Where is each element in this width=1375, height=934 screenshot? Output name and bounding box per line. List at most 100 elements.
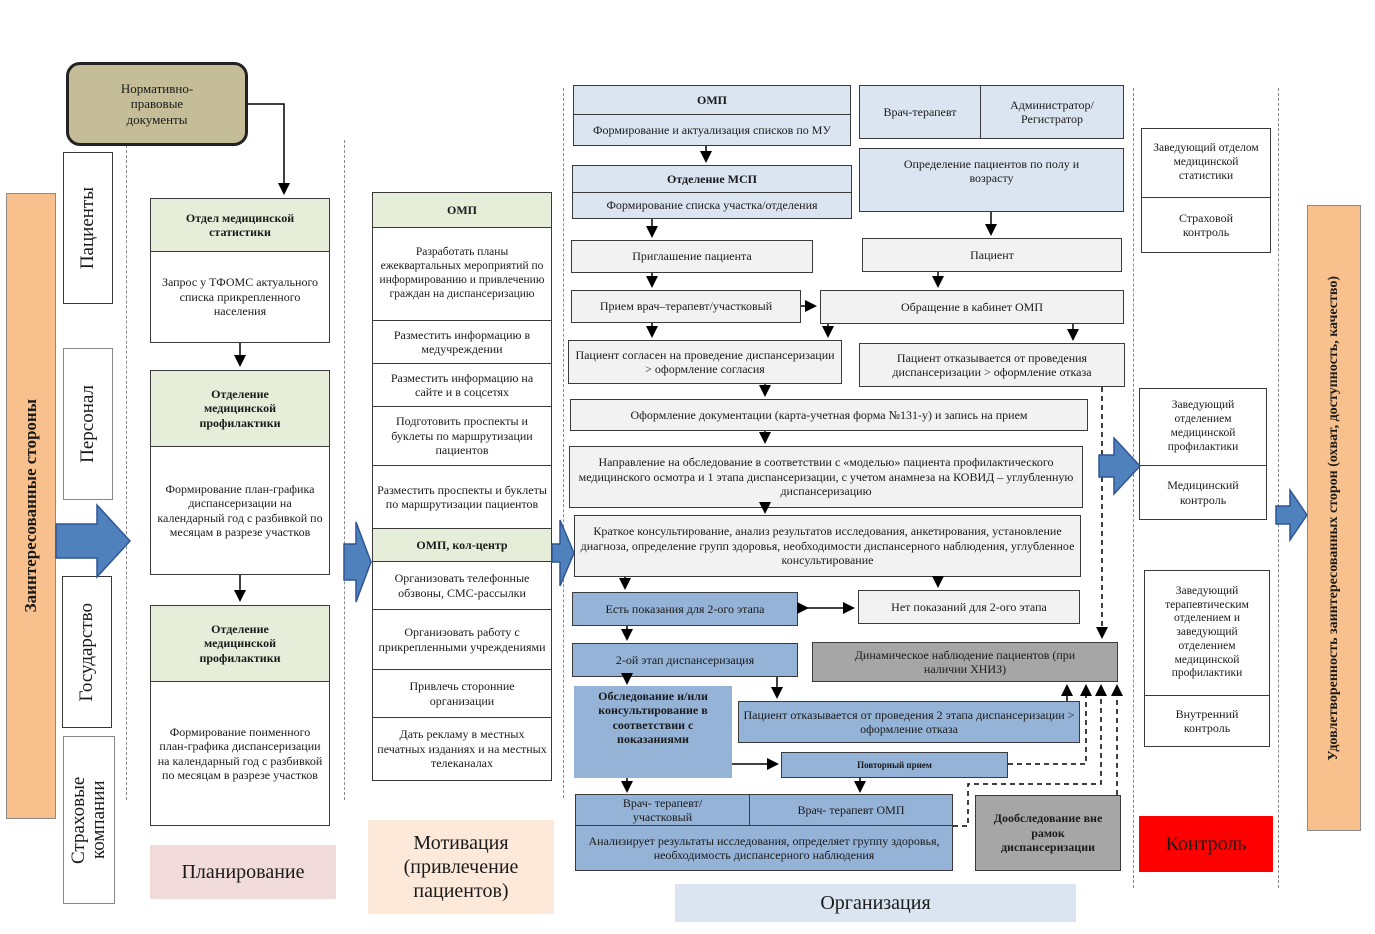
motivation-item: Организовать работу с прикрепленными учр… — [372, 609, 552, 670]
box-text: Оформление документации (карта-учетная ф… — [630, 407, 1028, 422]
org-define: Определение пациентов по полу и возрасту — [859, 148, 1124, 212]
block-body: Формирование план-графика диспансеризаци… — [157, 481, 323, 539]
motivation-item: Разместить информацию на сайте и в соцсе… — [372, 363, 552, 407]
org-referral: Направление на обследование в соответств… — [569, 446, 1083, 508]
control-what: Внутренний контроль — [1175, 706, 1239, 735]
stakeholders-bar: Заинтересованные стороны — [6, 193, 56, 819]
item-text: Организовать работу с прикрепленными учр… — [378, 625, 546, 654]
org-msp-title: Отделение МСП — [572, 165, 852, 193]
arrow-normative-to-stats — [248, 103, 290, 195]
box-text: Повторный прием — [857, 759, 932, 770]
motivation-item: Привлечь сторонние организации — [372, 669, 552, 718]
control-who-3: Заведующий терапевтическим отделением и … — [1144, 570, 1270, 696]
block-body: Формирование и актуализация списков по М… — [593, 122, 831, 137]
motivation-item: Разместить проспекты и буклеты по маршру… — [372, 465, 552, 529]
box-text: Администратор/ Регистратор — [1010, 97, 1094, 126]
org-refuse: Пациент отказывается от проведения диспа… — [859, 343, 1125, 387]
item-text: Привлечь сторонние организации — [409, 679, 515, 708]
org-refuse-stage2: Пациент отказывается от проведения 2 эта… — [738, 701, 1080, 743]
org-consent: Пациент согласен на проведение диспансер… — [568, 340, 842, 384]
separator — [126, 140, 127, 800]
box-text: Дообследование вне рамок диспансеризации — [993, 811, 1103, 855]
phase-motivation: Мотивация (привлечение пациентов) — [368, 820, 554, 914]
block-arrow-planning-motivation — [343, 521, 372, 603]
org-omp-title: ОМП — [573, 85, 851, 115]
org-invite: Приглашение пациента — [571, 240, 813, 273]
control-what: Страховой контроль — [1178, 210, 1234, 239]
box-text: Обследование и/или консультирование в со… — [598, 689, 708, 747]
box-text: Анализирует результаты исследования, опр… — [588, 833, 940, 862]
phase-control: Контроль — [1139, 816, 1273, 872]
control-what-3: Внутренний контроль — [1144, 695, 1270, 747]
box-text: Врач- терапевт ОМП — [797, 802, 905, 817]
box-text: Нет показаний для 2-ого этапа — [891, 599, 1047, 614]
org-doc-local: Врач- терапевт/участковый — [575, 794, 750, 826]
item-text: Разместить проспекты и буклеты по маршру… — [377, 482, 547, 511]
planning-header-3: Отделение медицинской профилактики — [150, 605, 330, 682]
item-text: Организовать телефонные обзвоны, СМС-рас… — [394, 571, 530, 600]
planning-header-1: Отдел медицинской статистики — [150, 198, 330, 252]
normative-label: Нормативно-правовые документы — [120, 80, 194, 127]
org-repeat-visit: Повторный прием — [781, 752, 1008, 778]
box-text: Пациент отказывается от проведения 2 эта… — [743, 707, 1075, 736]
org-no-indications: Нет показаний для 2-ого этапа — [858, 590, 1080, 624]
block-header: ОМП — [697, 92, 727, 107]
org-omp-body: Формирование и актуализация списков по М… — [573, 114, 851, 146]
org-stage2: 2-ой этап диспансеризация — [572, 643, 798, 677]
box-text: Определение пациентов по полу и возрасту — [903, 157, 1080, 186]
motivation-item: Подготовить проспекты и буклеты по маршр… — [372, 406, 552, 466]
motivation-item: Разместить информацию в медучреждении — [372, 320, 552, 364]
block-header: ОМП, кол-центр — [416, 537, 508, 552]
phase-label: Организация — [820, 892, 931, 914]
box-text: 2-ой этап диспансеризация — [615, 652, 755, 667]
separator — [1278, 88, 1279, 888]
control-what: Медицинский контроль — [1167, 478, 1239, 507]
block-body: Формирование списка участка/отделения — [606, 198, 818, 213]
org-msp-body: Формирование списка участка/отделения — [572, 192, 852, 219]
phase-label: Контроль — [1165, 833, 1247, 855]
normative-documents: Нормативно-правовые документы — [66, 62, 248, 146]
separator — [563, 88, 564, 798]
control-who: Заведующий отделением медицинской профил… — [1167, 399, 1239, 453]
planning-body-1: Запрос у ТФОМС актуального списка прикре… — [150, 251, 330, 343]
control-who-2: Заведующий отделением медицинской профил… — [1139, 388, 1267, 466]
box-text: Краткое консультирование, анализ результ… — [580, 524, 1075, 568]
result-label: Удовлетворенность заинтересованных сторо… — [1325, 275, 1341, 761]
stakeholder-patients: Пациенты — [63, 152, 113, 304]
block-header: Отделение медицинской профилактики — [199, 621, 281, 665]
block-header: Отдел медицинской статистики — [185, 210, 295, 239]
block-body: Запрос у ТФОМС актуального списка прикре… — [161, 275, 319, 319]
control-who-1: Заведующий отделом медицинской статистик… — [1141, 128, 1271, 198]
phase-organization: Организация — [675, 884, 1076, 922]
control-what-2: Медицинский контроль — [1139, 465, 1267, 520]
org-has-indications: Есть показания для 2-ого этапа — [572, 592, 798, 626]
stakeholder-state: Государство — [62, 576, 112, 728]
item-text: Разместить информацию в медучреждении — [393, 327, 531, 356]
box-text: Пациент согласен на проведение диспансер… — [575, 347, 835, 376]
separator — [1133, 88, 1134, 888]
block-header: ОМП — [447, 202, 477, 217]
stakeholder-label: Пациенты — [76, 186, 98, 270]
box-text: Врач- терапевт/участковый — [622, 795, 703, 824]
block-body: Формирование поименного план-графика дис… — [157, 724, 323, 782]
box-text: Есть показания для 2-ого этапа — [605, 601, 765, 616]
org-patient: Пациент — [862, 238, 1122, 272]
item-text: Дать рекламу в местных печатных изданиях… — [377, 727, 547, 771]
org-consult: Краткое консультирование, анализ результ… — [574, 515, 1081, 577]
box-text: Врач-терапевт — [883, 104, 957, 119]
stakeholder-label: Страховые компании — [68, 776, 109, 864]
planning-body-2: Формирование план-графика диспансеризаци… — [150, 446, 330, 575]
motivation-header-callcenter: ОМП, кол-центр — [372, 528, 552, 562]
box-text: Приглашение пациента — [632, 249, 752, 264]
stakeholder-label: Государство — [75, 602, 97, 702]
block-arrow-control-result — [1275, 487, 1308, 543]
block-header: Отделение медицинской профилактики — [199, 386, 281, 430]
box-text: Направление на обследование в соответств… — [578, 455, 1074, 499]
box-text: Динамическое наблюдение пациентов (при н… — [854, 647, 1076, 676]
org-admin: Администратор/ Регистратор — [980, 85, 1124, 139]
stakeholder-staff: Персонал — [63, 348, 113, 500]
motivation-item: Дать рекламу в местных печатных изданиях… — [372, 717, 552, 781]
planning-header-2: Отделение медицинской профилактики — [150, 370, 330, 447]
phase-label: Планирование — [181, 861, 305, 883]
phase-planning: Планирование — [150, 845, 336, 899]
